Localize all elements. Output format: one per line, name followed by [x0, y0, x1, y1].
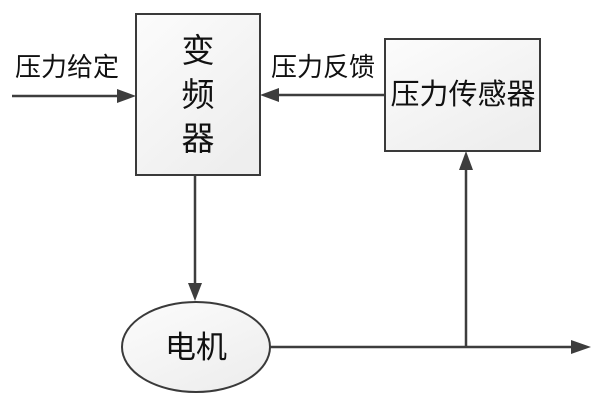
inverter-label-char-3: 器	[182, 119, 215, 158]
inverter-label-char-2: 频	[182, 75, 215, 114]
motor-label: 电机	[165, 330, 227, 366]
inverter-box	[135, 13, 261, 176]
feedback-edge-label: 压力反馈	[271, 53, 375, 83]
motor-to-sensor-arrowhead-icon	[459, 151, 473, 170]
inverter-label-char-1: 变	[182, 31, 215, 70]
pressure-sensor-label: 压力传感器	[390, 77, 535, 111]
setpoint-arrowhead-icon	[117, 89, 136, 103]
setpoint-edge-label: 压力给定	[15, 53, 119, 83]
motor-ellipse	[121, 301, 271, 393]
motor-output-arrowhead-icon	[571, 340, 591, 354]
feedback-arrowhead-icon	[260, 88, 279, 102]
inverter-to-motor-arrowhead-icon	[188, 283, 202, 301]
pressure-sensor-box	[384, 38, 541, 152]
